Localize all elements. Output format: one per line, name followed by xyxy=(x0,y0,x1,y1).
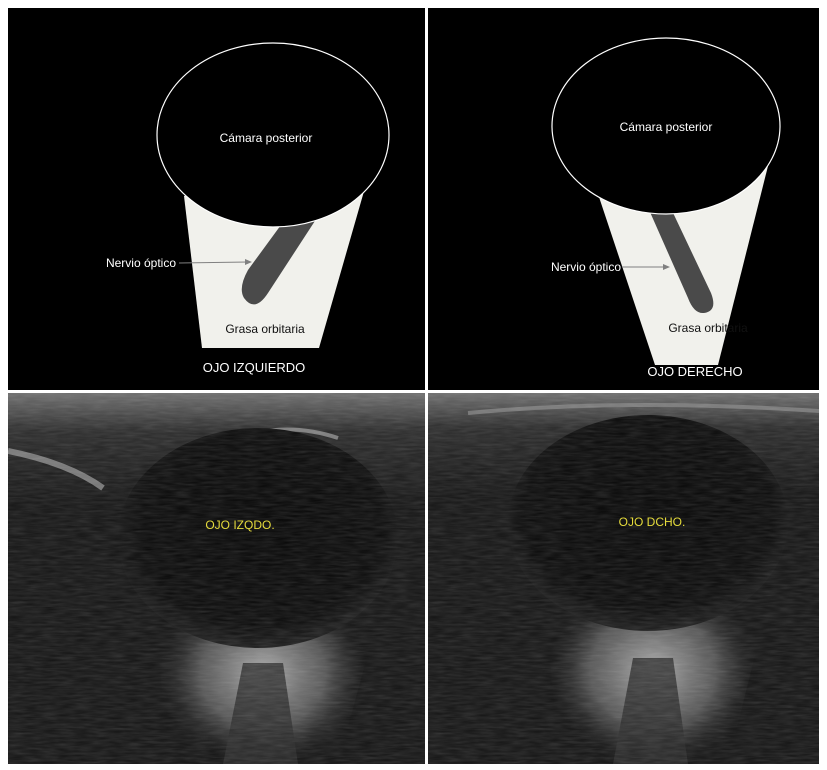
ultrasound-right-svg: OJO DCHO. xyxy=(428,393,819,764)
diagram-right-eye: Cámara posterior Nervio óptico Grasa orb… xyxy=(428,8,819,390)
optic-nerve-label: Nervio óptico xyxy=(551,260,621,274)
left-eye-caption: OJO IZQUIERDO xyxy=(203,360,306,375)
ultrasound-right-eye: OJO DCHO. xyxy=(428,393,819,764)
diagram-left-eye: Cámara posterior Nervio óptico Grasa orb… xyxy=(8,8,425,390)
speckle-noise xyxy=(428,393,819,764)
ultrasound-left-label: OJO IZQDO. xyxy=(205,518,274,532)
ultrasound-right-label: OJO DCHO. xyxy=(619,515,686,529)
orbital-fat-label: Grasa orbitaria xyxy=(225,322,305,336)
posterior-chamber-label: Cámara posterior xyxy=(220,131,313,145)
diagram-left-svg: Cámara posterior Nervio óptico Grasa orb… xyxy=(8,8,425,390)
ultrasound-left-svg: OJO IZQDO. xyxy=(8,393,425,764)
right-eye-caption: OJO DERECHO xyxy=(647,364,742,379)
posterior-chamber-label: Cámara posterior xyxy=(620,120,713,134)
ultrasound-left-eye: OJO IZQDO. xyxy=(8,393,425,764)
optic-nerve-label: Nervio óptico xyxy=(106,256,176,270)
orbital-fat-label: Grasa orbitaria xyxy=(668,321,748,335)
diagram-right-svg: Cámara posterior Nervio óptico Grasa orb… xyxy=(428,8,819,390)
speckle-noise xyxy=(8,393,425,764)
